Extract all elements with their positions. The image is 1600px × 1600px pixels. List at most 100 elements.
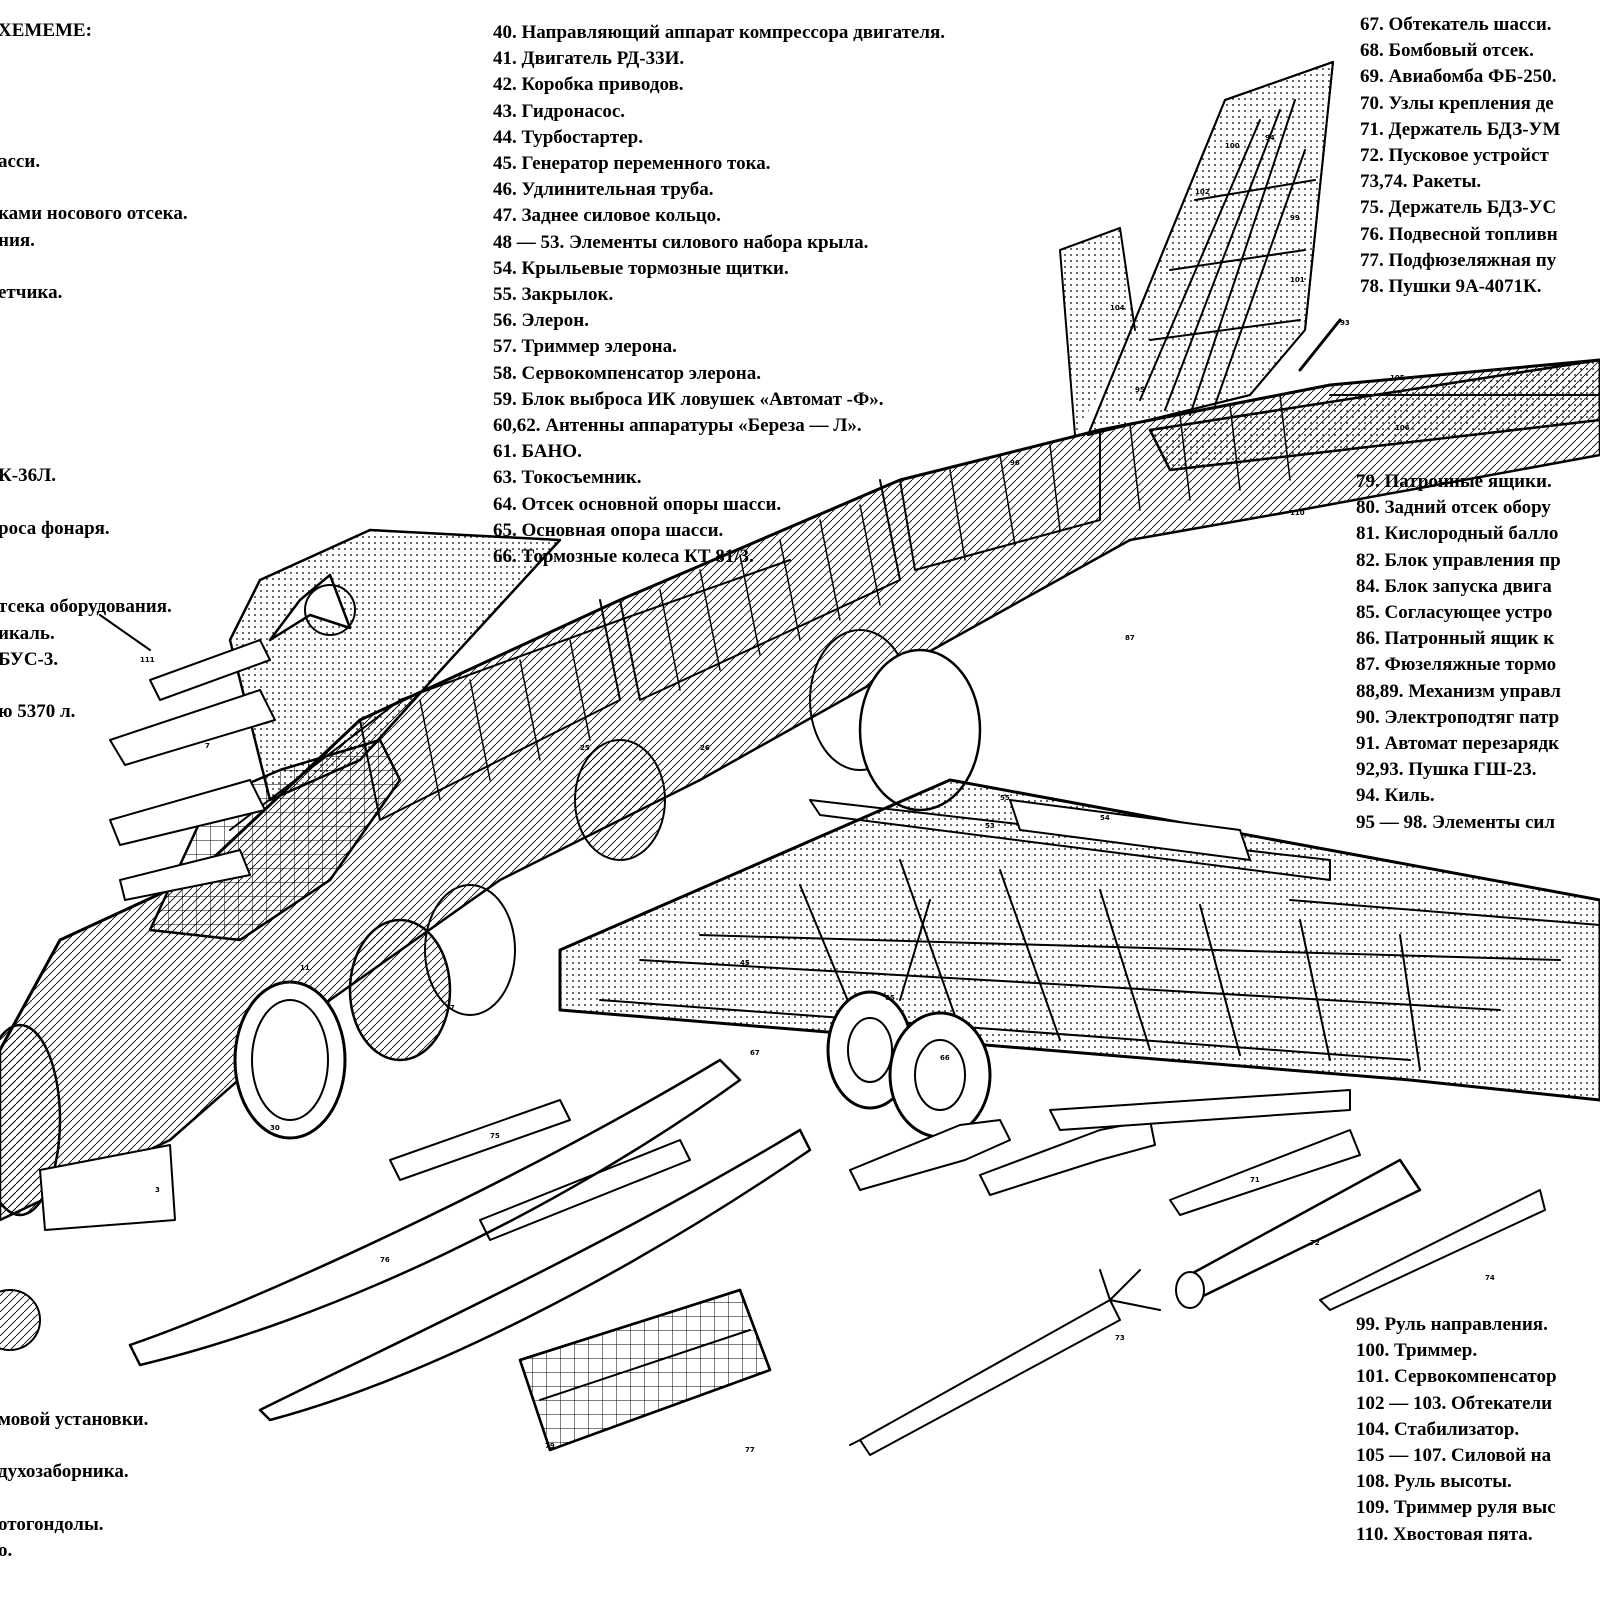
legend-item: 63. Токосъемник.	[493, 467, 642, 489]
callout: 54	[1100, 814, 1110, 822]
callout: 30	[270, 1124, 280, 1132]
callout: 75	[490, 1132, 500, 1140]
callout: 11	[300, 964, 310, 972]
legend-item: етчика.	[0, 282, 63, 304]
legend-item	[0, 830, 188, 856]
legend-item: о.	[0, 1539, 13, 1561]
legend-item: ками носового отсека.	[0, 203, 188, 225]
legend-item: 41. Двигатель РД-33И.	[493, 48, 685, 70]
legend-right-top-column: 67. Обтекатель шасси. 68. Бомбовый отсек.…	[1360, 12, 1560, 300]
legend-item	[0, 1354, 188, 1380]
callout: 55	[1000, 794, 1010, 802]
legend-item: тсека оборудования.	[0, 596, 172, 618]
legend-item: 61. БАНО.	[493, 441, 582, 463]
callout: 45	[740, 959, 750, 967]
legend-item	[0, 988, 188, 1014]
legend-item	[0, 44, 188, 70]
callout-numbers: 94 100 102 99 101 104 95 96 93 105 106 1…	[140, 134, 1495, 1454]
legend-item: 65. Основная опора шасси.	[493, 519, 724, 541]
legend-item	[0, 778, 188, 804]
legend-item: 68. Бомбовый отсек.	[1360, 40, 1534, 62]
legend-item: 94. Киль.	[1356, 785, 1435, 807]
legend-item	[0, 1066, 188, 1092]
legend-item: 64. Отсек основной опоры шасси.	[493, 493, 782, 515]
legend-item: 67. Обтекатель шасси.	[1360, 14, 1552, 35]
legend-item: ния.	[0, 229, 35, 251]
callout: 7	[205, 742, 210, 750]
legend-item: 77. Подфюзеляжная пу	[1360, 249, 1557, 271]
legend-item: 79. Патронные ящики.	[1356, 471, 1552, 492]
callout: 95	[1135, 386, 1145, 394]
legend-item	[0, 883, 188, 909]
legend-item: 66. Тормозные колеса КТ 81/3.	[493, 546, 754, 568]
legend-item: 71. Держатель БДЗ-УМ	[1360, 118, 1561, 140]
legend-item: 40. Направляющий аппарат компрессора дви…	[493, 22, 946, 43]
legend-item: 95 — 98. Элементы сил	[1356, 811, 1556, 833]
nose-panel	[39, 1144, 176, 1231]
legend-item	[0, 804, 188, 830]
callout: 87	[1125, 634, 1135, 642]
legend-item: 58. Сервокомпенсатор элерона.	[493, 362, 761, 384]
legend-item	[0, 306, 188, 332]
legend-item: роса фонаря.	[0, 517, 110, 539]
legend-item: 105 — 107. Силовой на	[1356, 1445, 1552, 1467]
horizontal-stabilizer	[1148, 318, 1600, 472]
legend-item: 104. Стабилизатор.	[1356, 1418, 1520, 1440]
legend-item: ю 5370 л.	[0, 701, 76, 723]
legend-item	[0, 1485, 188, 1511]
legend-item	[0, 568, 188, 594]
legend-item: духозаборника.	[0, 1461, 129, 1483]
legend-item	[0, 1433, 188, 1459]
legend-right-middle-column: 79. Патронные ящики. 80. Задний отсек обо…	[1356, 469, 1561, 836]
legend-item: БУС-3.	[0, 648, 59, 670]
legend-item	[0, 97, 188, 123]
legend-item	[0, 1171, 188, 1197]
legend-item	[0, 490, 188, 516]
callout: 79	[545, 1442, 555, 1450]
legend-item: асси.	[0, 151, 41, 173]
callout: 65	[885, 994, 895, 1002]
legend-item: икаль.	[0, 622, 55, 644]
legend-item	[0, 935, 188, 961]
legend-item: 102 — 103. Обтекатели	[1356, 1392, 1553, 1414]
callout: 77	[745, 1446, 755, 1454]
legend-item	[0, 1014, 188, 1040]
legend-item	[0, 359, 188, 385]
legend-item	[0, 1250, 188, 1276]
legend-item: 54. Крыльевые тормозные щитки.	[493, 257, 789, 279]
legend-item	[0, 254, 188, 280]
callout: 93	[1340, 319, 1350, 327]
callout: 106	[1395, 424, 1410, 432]
legend-item: 80. Задний отсек обору	[1356, 497, 1551, 519]
callout: 102	[1195, 188, 1210, 196]
legend-item: 101. Сервокомпенсатор	[1356, 1366, 1557, 1388]
legend-item: 110. Хвостовая пята.	[1356, 1523, 1533, 1545]
callout: 37	[445, 1004, 455, 1012]
legend-item: 57. Триммер элерона.	[493, 336, 677, 358]
pylon-missiles-left	[99, 614, 276, 901]
legend-item: 69. Авиабомба ФБ-250.	[1360, 66, 1557, 88]
legend-item: 75. Держатель БДЗ-УС	[1360, 197, 1557, 219]
legend-item: 48 — 53. Элементы силового набора крыла.	[493, 231, 869, 253]
callout: 101	[1290, 276, 1305, 284]
drop-tanks	[128, 1058, 812, 1422]
legend-item: 91. Автомат перезарядк	[1356, 733, 1560, 755]
callout: 94	[1265, 134, 1275, 142]
legend-item	[0, 70, 188, 96]
callout: 100	[1225, 142, 1240, 150]
legend-item: 99. Руль направления.	[1356, 1314, 1548, 1335]
legend-item: 108. Руль высоты.	[1356, 1471, 1512, 1493]
legend-item: отогондолы.	[0, 1513, 104, 1535]
underwing-stores	[849, 1089, 1546, 1456]
legend-item	[0, 1197, 188, 1223]
legend-item	[0, 1145, 188, 1171]
legend-item	[0, 961, 188, 987]
legend-item: 109. Триммер руля выс	[1356, 1497, 1556, 1519]
legend-item: 44. Турбостартер.	[493, 126, 643, 148]
legend-item	[0, 909, 188, 935]
nose-radome	[0, 1289, 41, 1351]
main-wing	[558, 778, 1600, 1102]
callout: 3	[155, 1186, 160, 1194]
callout: 74	[1485, 1274, 1495, 1282]
